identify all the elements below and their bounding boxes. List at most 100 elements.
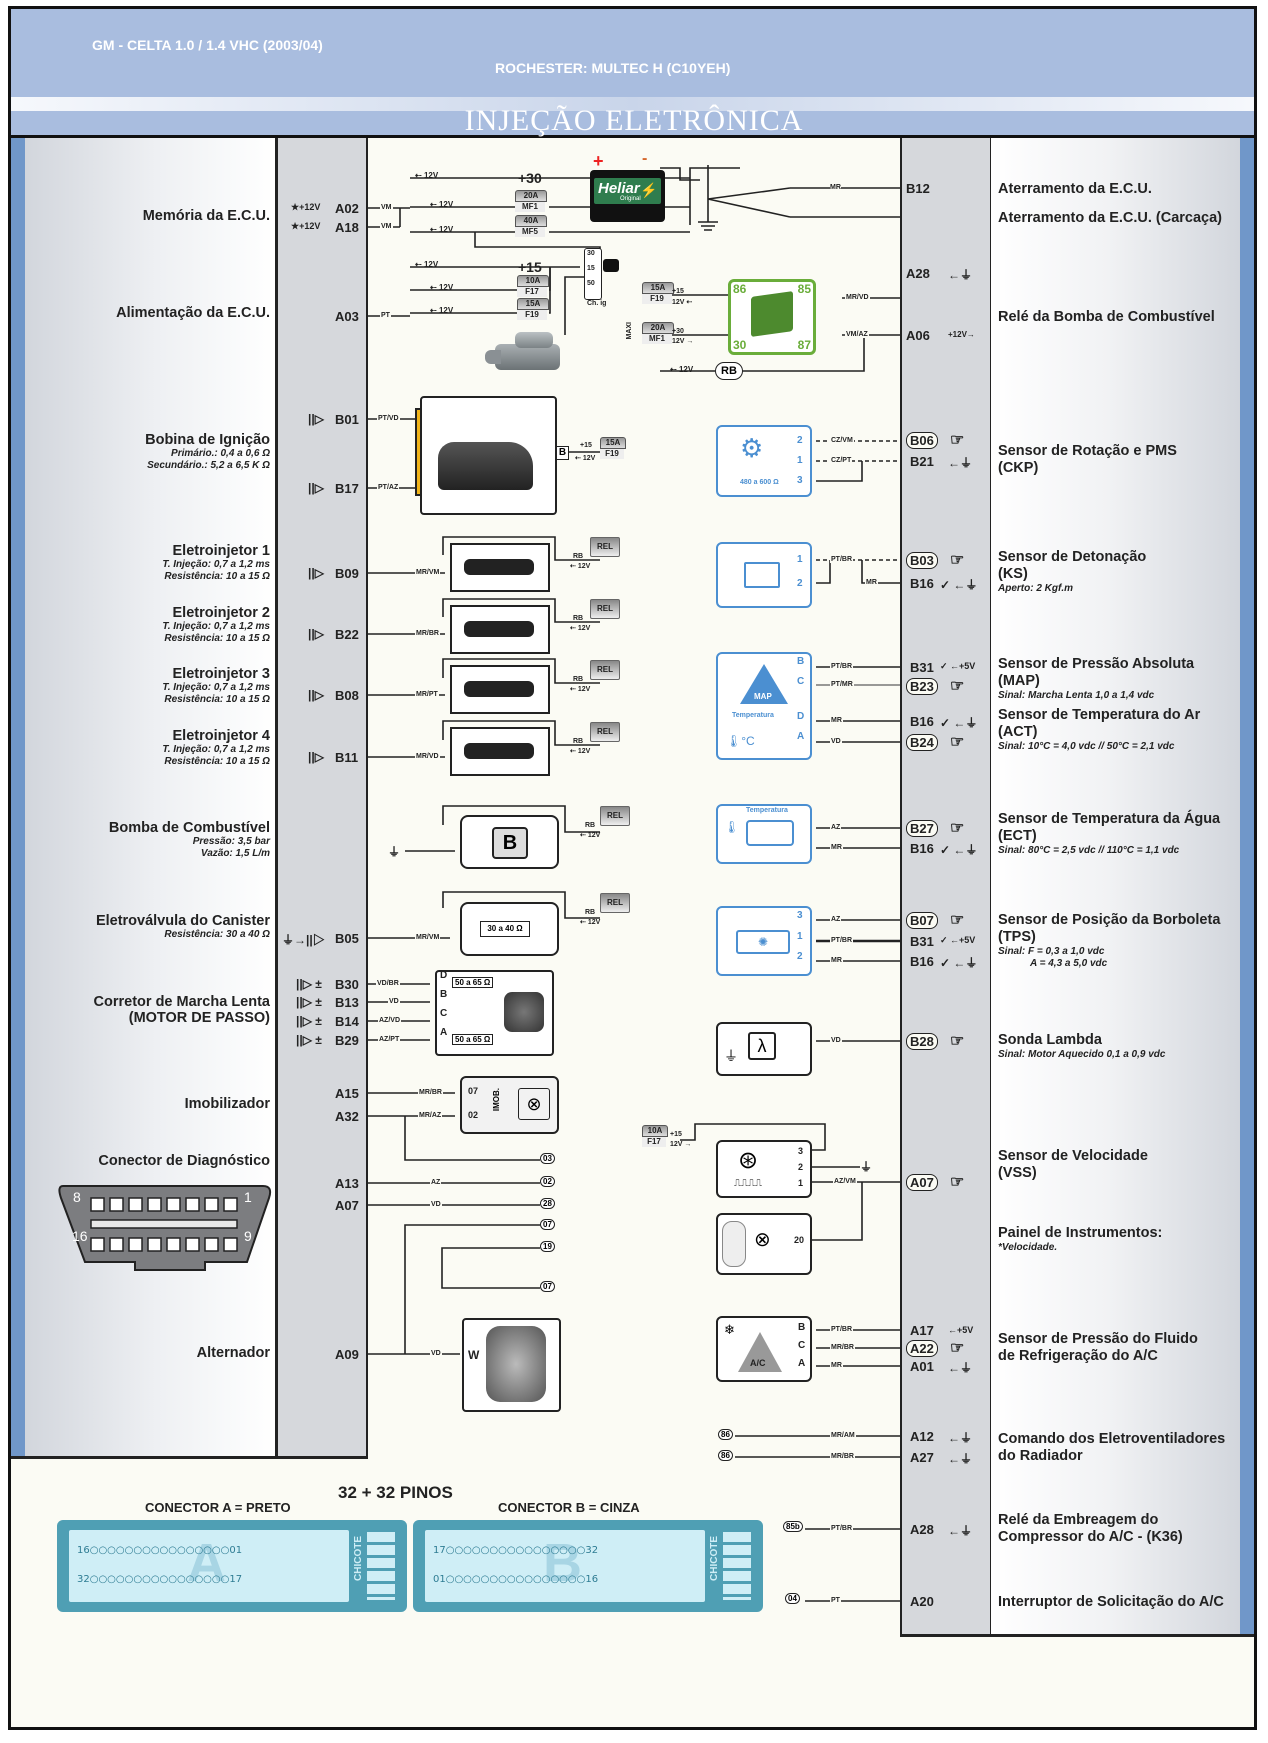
pin-b08[interactable]: B08: [335, 688, 359, 703]
pin-b30[interactable]: B30: [335, 977, 359, 992]
pin-a06[interactable]: A06: [906, 328, 930, 343]
pin-a03[interactable]: A03: [335, 309, 359, 324]
hand-pointer-icon: ☞: [950, 912, 965, 929]
pin-a13[interactable]: A13: [335, 1176, 359, 1191]
wire-label: AZ/PT: [378, 1036, 401, 1043]
battery-brand: Heliar: [598, 180, 640, 197]
pin-a12[interactable]: A12: [910, 1429, 934, 1444]
wire-label: PT/VD: [377, 415, 400, 422]
ecu-connector-a: A 16○○○○○○○○○○○○○○○○01 32○○○○○○○○○○○○○○○…: [57, 1520, 407, 1612]
pin-b21[interactable]: B21: [910, 454, 934, 469]
rel-fuse: REL: [600, 806, 630, 826]
pin-b16-ks[interactable]: B16: [910, 576, 934, 591]
pin-a18[interactable]: A18: [335, 220, 359, 235]
dlc-pin: 19: [540, 1241, 555, 1252]
gauge-icon: [722, 1221, 746, 1267]
pin-a07-vss[interactable]: A07: [906, 1174, 938, 1191]
ac-label: A/C: [750, 1358, 766, 1368]
lightning-icon: ⚡: [640, 182, 658, 198]
pin-a28-relay[interactable]: A28: [906, 266, 930, 281]
pin-b16-ect[interactable]: B16: [910, 841, 934, 856]
pin-b03[interactable]: B03: [906, 552, 938, 569]
check-ground-icon: ✓ ←⏚: [940, 956, 978, 970]
pin-b29[interactable]: B29: [335, 1033, 359, 1048]
pin-a01[interactable]: A01: [910, 1359, 934, 1374]
imob-pin-07: 07: [468, 1086, 479, 1096]
ckp-pin-1: 1: [797, 455, 803, 466]
rb-label: RB: [573, 738, 584, 745]
wire-label: CZ/VM: [830, 437, 854, 444]
pulse-icon-b01: ||▷: [308, 412, 324, 426]
pin-a17[interactable]: A17: [910, 1323, 934, 1338]
check-5v-icon: ✓ ←+5V: [940, 661, 976, 671]
wire-label: MR/BR: [418, 1089, 443, 1096]
transistor-icon: ⊗: [518, 1088, 550, 1120]
pin-b01[interactable]: B01: [335, 412, 359, 427]
rb-label: RB: [573, 615, 584, 622]
tps-pin-2: 2: [797, 951, 803, 962]
ect-sensor: Temperatura 🌡: [716, 804, 812, 864]
ks-pin-1: 1: [797, 554, 803, 565]
ckp-pin-2: 2: [797, 435, 803, 446]
obd-pin-8: 8: [73, 1189, 81, 1205]
pin-b28[interactable]: B28: [906, 1033, 938, 1050]
rel-fuse: REL: [590, 537, 620, 557]
pin-b07[interactable]: B07: [906, 912, 938, 929]
hand-pointer-icon: ☞: [950, 734, 965, 751]
pin-b31-map[interactable]: B31: [910, 660, 934, 675]
pin-a07-left[interactable]: A07: [335, 1198, 359, 1213]
rb-label: RB: [585, 822, 596, 829]
pin-a22[interactable]: A22: [906, 1340, 938, 1357]
cluster-pin-20: 20: [794, 1235, 805, 1245]
label-idle-motor: Corretor de Marcha Lenta(MOTOR DE PASSO): [93, 994, 270, 1026]
pin-a32[interactable]: A32: [335, 1109, 359, 1124]
pin-b05[interactable]: B05: [335, 931, 359, 946]
pin-a15[interactable]: A15: [335, 1086, 359, 1101]
pin-b31-tps[interactable]: B31: [910, 934, 934, 949]
pin-a09[interactable]: A09: [335, 1347, 359, 1362]
temperature-label: Temperatura: [732, 712, 774, 719]
pin-b16-act[interactable]: B16: [910, 714, 934, 729]
lambda-icon: λ: [748, 1032, 776, 1060]
pin-b27[interactable]: B27: [906, 820, 938, 837]
pin-b14[interactable]: B14: [335, 1014, 359, 1029]
voltage-label: ⇠ 12V: [570, 563, 591, 570]
pin-b11[interactable]: B11: [335, 750, 359, 765]
pin-a28-k36[interactable]: A28: [910, 1522, 934, 1537]
map-label: MAP: [754, 692, 772, 701]
wheel-sensor-icon: ⊛: [738, 1147, 759, 1174]
voltage-label: 12V →: [670, 1141, 692, 1148]
wire-label: MR/BR: [415, 630, 440, 637]
wire-label: VD: [830, 738, 842, 745]
iac-pin-d: D: [440, 970, 448, 981]
wire-label: PT/AZ: [377, 484, 400, 491]
pulse-signal-icon: ⎍⎍⎍⎍: [734, 1178, 762, 1189]
pin-a02[interactable]: A02: [335, 201, 359, 216]
pin-a27[interactable]: A27: [910, 1450, 934, 1465]
pin-b22[interactable]: B22: [335, 627, 359, 642]
tps-pin-3: 3: [797, 910, 803, 921]
wire-label: MR/AZ: [418, 1112, 443, 1119]
pin-b24[interactable]: B24: [906, 734, 938, 751]
pin-b09[interactable]: B09: [335, 566, 359, 581]
pin-b13[interactable]: B13: [335, 995, 359, 1010]
maxi-label: MAXI: [626, 322, 633, 340]
supply-12v-icon: +12V→: [948, 330, 975, 339]
canister-resistance: 30 a 40 Ω: [480, 921, 530, 937]
wire-label: PT/BR: [830, 937, 853, 944]
pin-a20[interactable]: A20: [910, 1594, 934, 1609]
voltage-label: ⇠ 12V: [430, 225, 454, 234]
label-ecu-case-ground: Aterramento da E.C.U. (Carcaça): [998, 210, 1223, 226]
pin-b12[interactable]: B12: [906, 181, 930, 196]
vss-pin-2: 2: [798, 1162, 804, 1172]
obd-pin-1: 1: [244, 1189, 252, 1205]
pin-b17[interactable]: B17: [335, 481, 359, 496]
pin-b16-tps[interactable]: B16: [910, 954, 934, 969]
pin-b06[interactable]: B06: [906, 432, 938, 449]
pin-b23[interactable]: B23: [906, 678, 938, 695]
